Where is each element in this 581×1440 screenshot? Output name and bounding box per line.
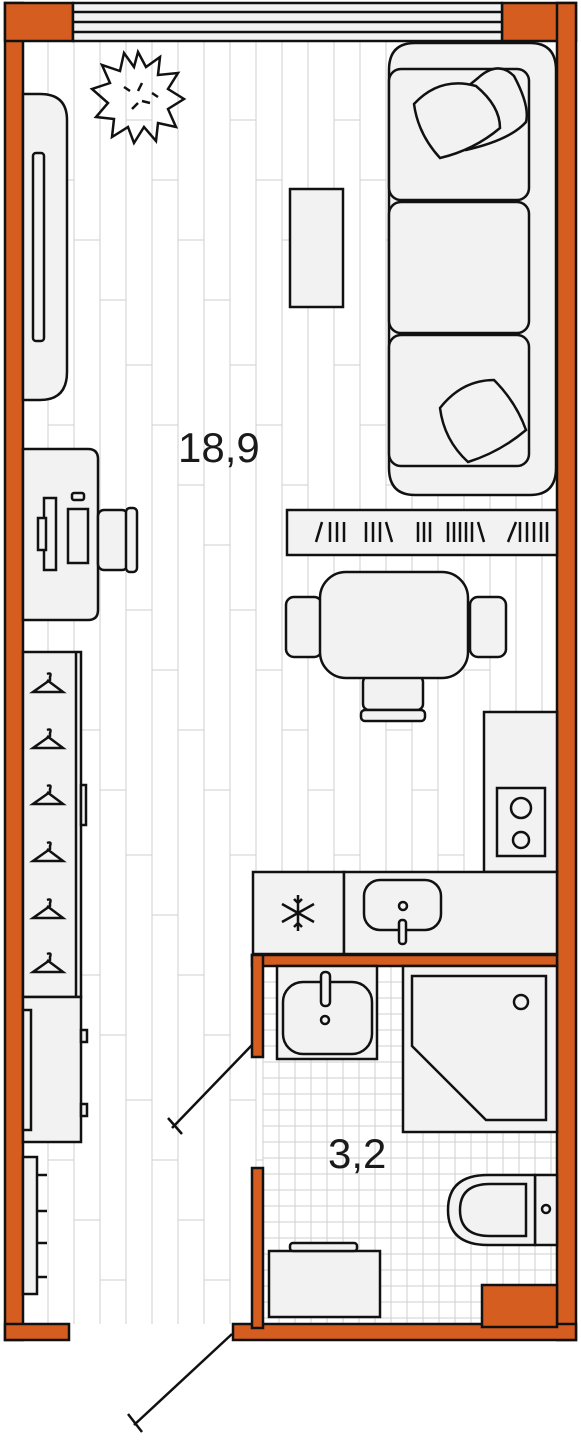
sofa <box>387 41 558 497</box>
wardrobe-handle <box>79 783 88 827</box>
desk-lamp <box>70 491 86 502</box>
shoe-rack <box>21 1155 47 1296</box>
wall-bottom-left <box>3 1322 71 1342</box>
plant-stems <box>123 82 159 110</box>
bath-wall-left-lower <box>250 1166 265 1330</box>
tv-unit <box>21 92 69 402</box>
door-swing-icon <box>127 1044 253 1433</box>
entrance-door-leaf <box>133 1333 233 1426</box>
hanger-icon <box>29 728 67 750</box>
dining-set <box>284 570 508 723</box>
shower-drain <box>512 993 530 1011</box>
cabinet-body <box>21 995 83 1144</box>
wall-top-left <box>3 1 75 43</box>
shower-corner <box>410 974 548 1122</box>
shoe-rack-body <box>21 1155 39 1296</box>
wall-right <box>555 1 578 1342</box>
dining-chair-back <box>359 708 427 723</box>
pillow <box>438 378 528 464</box>
hanger-icon <box>29 784 67 806</box>
pillow <box>412 82 502 160</box>
snowflake-arms <box>281 895 315 931</box>
desk-chair-seat <box>96 508 130 572</box>
washing-machine <box>267 1249 382 1319</box>
tv-screen <box>31 151 46 343</box>
hangers <box>29 672 67 974</box>
bath-wall-left-upper <box>250 953 265 1059</box>
hanger-icon <box>29 841 67 863</box>
dining-chair <box>361 674 425 712</box>
sink-drain <box>397 900 409 912</box>
storage-cabinet <box>21 995 89 1144</box>
toilet-seat <box>458 1182 528 1238</box>
books <box>314 521 549 543</box>
sink-faucet <box>397 918 408 946</box>
desk-set <box>21 447 139 622</box>
cabinet-door <box>21 1008 33 1132</box>
dining-chair <box>284 595 324 659</box>
walls <box>3 1 578 1342</box>
bookshelf-body <box>285 508 559 557</box>
desk-chair-back <box>124 506 139 574</box>
plant-leaves <box>89 48 187 146</box>
bath-wall-block <box>480 1283 559 1329</box>
dining-table <box>318 570 470 680</box>
sofa-cushion <box>387 200 531 335</box>
washbasin-faucet <box>319 970 332 1008</box>
dining-chair <box>468 595 508 659</box>
bath-wall-top <box>250 953 559 968</box>
entrance-door-handle <box>127 1413 143 1433</box>
wardrobe-body <box>21 650 83 999</box>
desk-laptop <box>66 507 90 565</box>
hanger-icon <box>29 672 67 694</box>
kitchen <box>251 710 559 956</box>
bathroom-door-leaf <box>171 1044 253 1129</box>
desk-monitor-stand <box>36 516 48 552</box>
toilet-button <box>540 1203 552 1215</box>
wall-left <box>3 1 25 1342</box>
window <box>71 1 504 43</box>
main-room-area-label: 18,9 <box>178 424 260 471</box>
washbasin-drain <box>319 1014 331 1026</box>
coffee-table <box>288 187 345 309</box>
hanger-icon <box>29 898 67 920</box>
stove-burner <box>511 830 531 850</box>
bathroom-fixtures <box>267 964 559 1319</box>
washing-machine-top <box>288 1241 359 1253</box>
plant-icon <box>89 48 187 146</box>
bookshelf <box>285 508 559 557</box>
cabinet-knob <box>79 1102 89 1118</box>
stove-burner <box>509 796 533 820</box>
cabinet-knob <box>79 1028 89 1044</box>
bathroom-area-label: 3,2 <box>328 1130 386 1177</box>
snowflake-icon <box>281 895 315 931</box>
hanger-icon <box>29 952 67 974</box>
bathroom-door-handle <box>167 1117 183 1135</box>
wardrobe <box>21 650 88 999</box>
